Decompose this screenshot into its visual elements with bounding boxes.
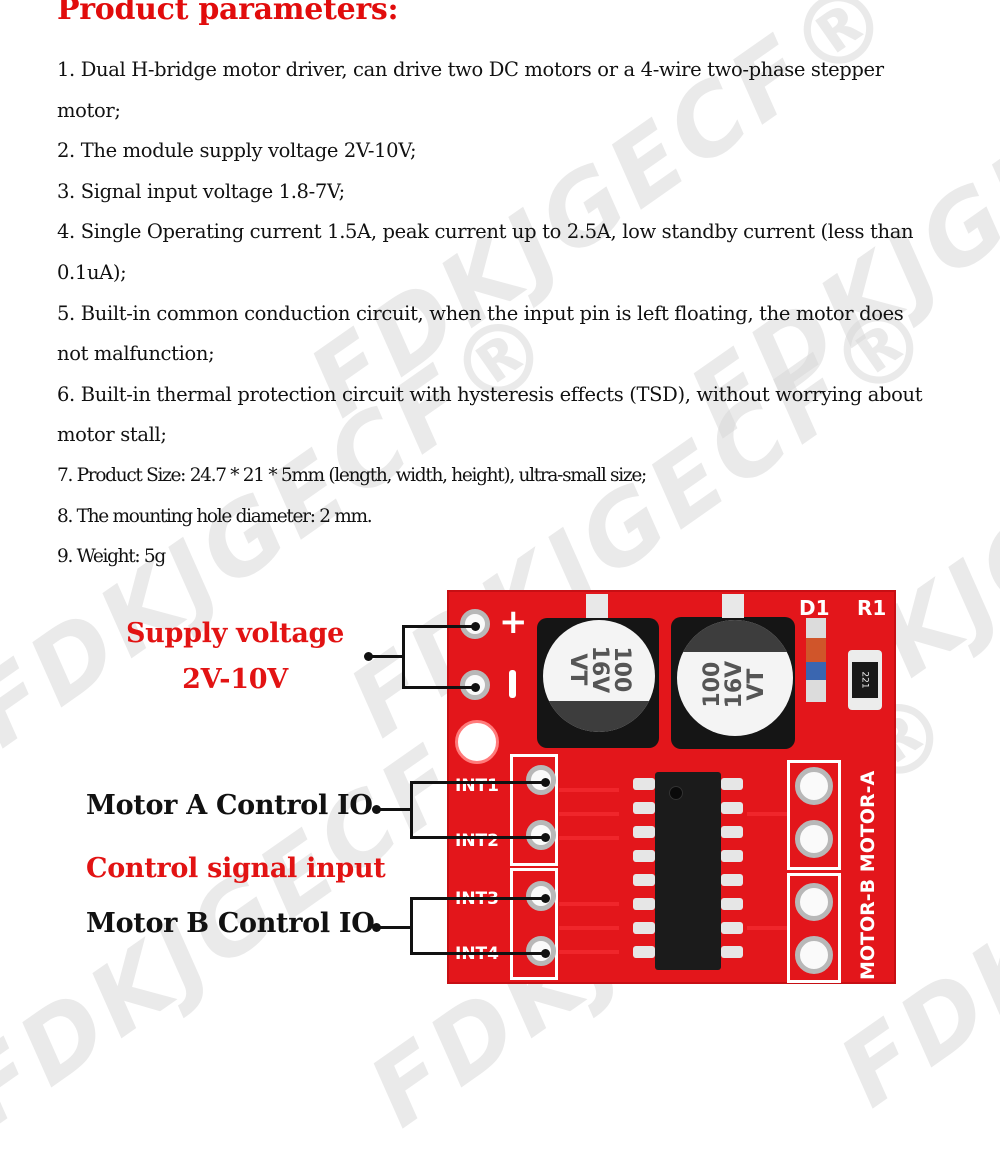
capacitor-right-marking: 100 16V VT [700,660,769,709]
leader-line [402,625,476,628]
motor-b-output-box [787,873,841,983]
spec-line: 1. Dual H-bridge motor driver, can drive… [57,58,884,81]
motor-b-control-label: Motor B Control IO [86,908,375,939]
driver-ic-chip [655,772,721,970]
ic-pin [721,802,743,814]
spec-line: 9. Weight: 5g [57,546,166,568]
ic-pin [721,922,743,934]
leader-dot [541,833,550,842]
spec-list: 1. Dual H-bridge motor driver, can drive… [57,50,977,578]
spec-line: motor; [57,98,121,122]
capacitor-right: 100 16V VT [677,620,793,736]
ic-pin [721,898,743,910]
spec-line: 8. The mounting hole diameter: 2 mm. [57,505,373,527]
leader-line [410,897,546,900]
spec-line: 0.1uA); [57,260,127,284]
motor-a-output-box [787,760,841,870]
int2-pad [526,820,556,850]
spec-line: 3. Signal input voltage 1.8-7V; [57,179,345,203]
leader-line [410,836,546,839]
int1-label: INT1 [455,776,499,796]
pcb-trace [559,926,619,930]
mounting-hole [455,720,499,764]
control-signal-label: Control signal input [86,853,386,884]
ic-pin [633,826,655,838]
spec-line: 7. Product Size: 24.7 * 21 * 5mm (length… [57,464,647,486]
diode-d1 [806,618,826,714]
ic-pin [633,922,655,934]
ic-pin [721,850,743,862]
leader-line [402,686,476,689]
int-header-box-a [510,754,558,866]
ic-pin [633,850,655,862]
resistor-r1: 221 [848,650,882,710]
supply-voltage-label: Supply voltage 2V-10V [110,611,360,703]
leader-line [410,781,546,784]
pcb-trace [559,902,619,906]
spec-line: 4. Single Operating current 1.5A, peak c… [57,220,914,244]
ic-pin [633,946,655,958]
ic-pin [721,874,743,886]
motor-a-pad [795,767,833,805]
pcb-trace [747,812,787,816]
leader-dot [364,652,373,661]
capacitor-left-marking: 100 16V VT [565,645,634,694]
leader-line [376,808,412,811]
leader-dot [471,622,480,631]
leader-dot [372,923,381,932]
ic-pin [633,778,655,790]
ic-pin [721,946,743,958]
capacitor-left: 100 16V VT [543,620,655,732]
supply-voltage-line1: Supply voltage [125,618,344,649]
leader-dot [372,805,381,814]
leader-dot [541,894,550,903]
motor-a-pad [795,820,833,858]
motor-label: MOTOR-B MOTOR-A [857,770,879,980]
leader-line [402,625,405,688]
leader-dot [541,778,550,787]
r1-label: R1 [857,596,887,620]
ic-pin [721,778,743,790]
leader-dot [541,949,550,958]
pcb-trace [559,788,619,792]
capacitor-terminal [722,594,744,618]
ic-pin [633,898,655,910]
d1-label: D1 [799,596,830,620]
leader-line [368,655,404,658]
spec-line: not malfunction; [57,342,215,366]
resistor-code: 221 [860,671,870,689]
leader-line [410,952,546,955]
minus-marking [509,670,516,698]
pcb-trace [747,926,787,930]
plus-marking: + [499,602,528,642]
pcb-trace [559,836,619,840]
ic-pin [721,826,743,838]
page-title: Product parameters: [57,0,399,27]
spec-line: 6. Built-in thermal protection circuit w… [57,382,923,406]
int2-label: INT2 [455,831,499,851]
pcb-trace [559,950,619,954]
spec-line: 2. The module supply voltage 2V-10V; [57,139,417,163]
int-header-box-b [510,868,558,980]
motor-b-pad [795,936,833,974]
leader-line [376,926,412,929]
spec-line: 5. Built-in common conduction circuit, w… [57,301,904,325]
ic-pin [633,802,655,814]
ic-pin [633,874,655,886]
spec-line: motor stall; [57,423,167,447]
supply-voltage-range: 2V-10V [182,664,288,695]
leader-line [410,897,413,954]
capacitor-terminal [586,594,608,618]
leader-line [410,781,413,838]
motor-a-control-label: Motor A Control IO [86,790,373,821]
pcb-trace [559,812,619,816]
pin1-marker [669,786,683,800]
motor-b-pad [795,883,833,921]
leader-dot [471,683,480,692]
